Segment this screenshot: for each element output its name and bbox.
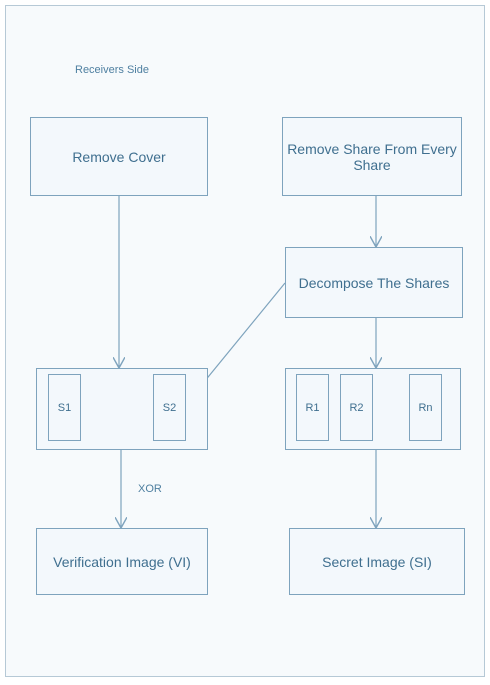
- share-rn: Rn: [409, 374, 442, 441]
- share-s1: S1: [48, 374, 81, 441]
- remove-share-label: Remove Share From Every Share: [287, 140, 457, 173]
- decompose-label: Decompose The Shares: [298, 274, 450, 291]
- share-r1: R1: [296, 374, 329, 441]
- secret-image-label: Secret Image (SI): [322, 553, 432, 570]
- share-r2: R2: [340, 374, 373, 441]
- remove-cover-label: Remove Cover: [72, 148, 166, 165]
- receivers-side-heading: Receivers Side: [75, 64, 149, 76]
- secret-image-box: Secret Image (SI): [289, 528, 465, 595]
- xor-label: XOR: [138, 483, 162, 495]
- verification-image-box: Verification Image (VI): [36, 528, 208, 595]
- verification-image-label: Verification Image (VI): [53, 553, 191, 570]
- remove-share-box: Remove Share From Every Share: [282, 117, 462, 196]
- remove-cover-box: Remove Cover: [30, 117, 208, 196]
- decompose-box: Decompose The Shares: [285, 247, 463, 318]
- share-s2: S2: [153, 374, 186, 441]
